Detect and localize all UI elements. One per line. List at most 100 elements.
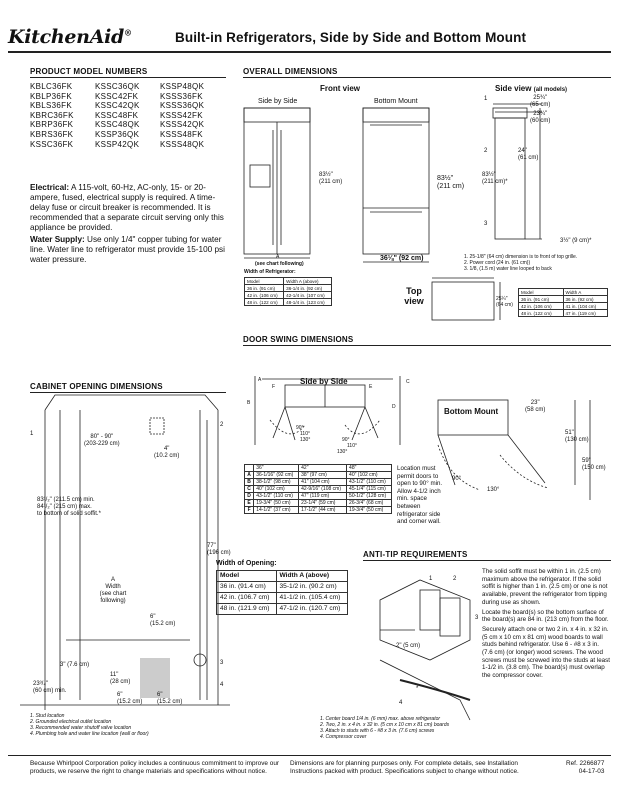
cab-d8-in: 23³/₄" xyxy=(33,681,48,687)
cab-d1-cm: (203-229 cm) xyxy=(84,441,120,447)
cell: 41-1/2 in. (105.4 cm) xyxy=(275,592,348,604)
cab-see-chart: (see chart following) xyxy=(99,591,127,604)
side-h24-in: 24" xyxy=(518,148,527,154)
cell: 17-1/2" (44 cm) xyxy=(298,506,348,514)
antitip-p3: Securely attach one or two 2 in. x 4 in.… xyxy=(482,625,610,680)
row-key: F xyxy=(243,506,255,514)
width-a-label: A xyxy=(276,254,280,260)
model-number: KSSS36QK xyxy=(160,101,205,111)
cabinet-heading-rule xyxy=(30,392,226,393)
side-height-in: 83½" xyxy=(482,172,496,178)
cell: 50-1/2" (128 cm) xyxy=(346,492,392,500)
row-key: C xyxy=(243,485,255,493)
cell: 48 in. (121.9 cm) xyxy=(216,603,277,615)
door-letter-e: E xyxy=(369,384,373,390)
model-number: KBRS36FK xyxy=(30,129,74,139)
footer-mid: Dimensions are for planning purposes onl… xyxy=(290,760,519,775)
side-d1: 25¾"(65 cm) xyxy=(530,95,550,109)
cabinet-note: 1. Stud location xyxy=(30,713,65,719)
cab-callout-4: 4 xyxy=(220,682,224,688)
antitip-dim: 2" (5 cm) xyxy=(396,643,421,649)
door-angle-90b: 90° xyxy=(342,437,350,443)
side-h24-cm: (61 cm) xyxy=(518,155,539,161)
cell: 36 in. (91 cm) xyxy=(518,295,564,303)
cab-d8-cm: (60 cm) min. xyxy=(33,688,67,694)
side-d1-in: 25¾" xyxy=(533,95,548,101)
footer-left: Because Whirlpool Corporation policy inc… xyxy=(30,760,279,775)
antitip-note: 2. Two, 2 in. x 4 in. x 32 in. (5 cm x 1… xyxy=(320,722,450,728)
model-number: KSSS42FK xyxy=(160,110,203,120)
cell: 36-1/4 in. (92 cm) xyxy=(283,284,332,292)
side-note: 3. 1/8, (1.5 m) water line looped to bac… xyxy=(464,266,552,272)
antitip-callout-3: 3 xyxy=(475,615,479,621)
cab-d1: 80" - 90"(203-229 cm) xyxy=(84,434,120,448)
door-angle-130: 130° xyxy=(300,437,311,443)
antitip-callout-2: 2 xyxy=(453,576,457,582)
cell: 38" (97 cm) xyxy=(298,471,348,479)
footer-date: 04-17-03 xyxy=(578,768,605,775)
door-bm-label: Bottom Mount xyxy=(444,407,499,416)
cell: 41" (104 cm) xyxy=(298,478,348,486)
cell: 47-1/2 in. (120.7 cm) xyxy=(275,603,348,615)
bm-door-h2-cm: (150 cm) xyxy=(582,465,606,471)
bm-door-h1-cm: (130 cm) xyxy=(565,437,589,443)
model-number: KSSC36FK xyxy=(30,139,74,149)
th-width: Width A xyxy=(562,288,608,296)
model-number: KSSP42QK xyxy=(95,139,140,149)
antitip-note: 1. Center board 1/4 in. (6 mm) max. abov… xyxy=(320,716,441,722)
bm-door-width: 23"(58 cm) xyxy=(525,400,545,414)
cell: 40" (102 cm) xyxy=(346,471,392,479)
door-letter-b: B xyxy=(247,400,251,406)
model-number: KSSP36QK xyxy=(95,129,140,139)
water-paragraph: Water Supply: Use only 1/4" copper tubin… xyxy=(30,235,230,265)
cab-d9-cm: (15.2 cm) xyxy=(117,699,143,705)
bm-door-h1-in: 51" xyxy=(565,430,574,436)
door-heading-rule xyxy=(243,345,611,346)
sbs-height-cm: (211 cm) xyxy=(319,179,343,185)
model-number: KBLP36FK xyxy=(30,91,72,101)
side-d2-in: 23¾" xyxy=(533,111,548,117)
electrical-text: A 115-volt, 60-Hz, AC-only, 15- or 20-am… xyxy=(30,183,224,232)
cell: 45-1/4" (115 cm) xyxy=(346,485,392,493)
cab-callout-2: 2 xyxy=(220,422,224,428)
door-angle-110b: 110° xyxy=(347,443,357,449)
cab-d3-min: 83¹/₂" (211.5 cm) min. xyxy=(37,497,95,503)
cab-width-label: Width xyxy=(105,584,121,590)
brand-name: KitchenAid xyxy=(8,26,125,48)
water-label: Water Supply: xyxy=(30,235,85,244)
cell: 19-3/4" (50 cm) xyxy=(346,506,392,514)
th-model: Model xyxy=(518,288,564,296)
cab-d5-cm: (15.2 cm) xyxy=(150,621,176,627)
cell: 42 in. (106 cm) xyxy=(518,302,564,310)
th-model: Model xyxy=(243,277,285,285)
opening-table-title: Width of Opening: xyxy=(216,560,277,567)
side-notes: 1. 25-1/8" (64 cm) dimension is to front… xyxy=(464,254,577,272)
sbs-front-label: Side by Side xyxy=(258,98,298,105)
cell: 42 in. (106 cm) xyxy=(243,291,285,299)
cab-d7-in: 11" xyxy=(110,672,119,678)
top-depth-cm: (64 cm) xyxy=(496,302,513,308)
models-col-3: KSSP48QK KSSS36FK KSSS36QK KSSS42FK KSSS… xyxy=(160,82,204,149)
water-text: Use only 1/4" copper tubing for water li… xyxy=(30,235,225,264)
th-48: 48" xyxy=(346,464,392,472)
side-d2-cm: (60 cm) xyxy=(530,118,551,124)
registered-mark: ® xyxy=(124,27,132,38)
width-of-fridge-label: Width of Refrigerator: xyxy=(244,269,296,275)
cell: 42-1/4 in. (107 cm) xyxy=(283,291,332,299)
side-d2: 23¾"(60 cm) xyxy=(530,111,550,125)
cabinet-note: 4. Plumbing hole and water line location… xyxy=(30,731,149,737)
model-number: KSSS36FK xyxy=(160,91,203,101)
cab-d2-in: 4" xyxy=(163,446,170,452)
side-bottom: 3½" (9 cm)* xyxy=(560,238,592,244)
cell: 48 in. (122 cm) xyxy=(243,298,285,306)
cabinet-notes: 1. Stud location 2. Grounded electrical … xyxy=(30,713,149,737)
cell: 42-9/16" (108 cm) xyxy=(298,485,348,493)
cab-callout-1: 1 xyxy=(30,431,34,437)
bm-width: 36⅛" (92 cm) xyxy=(380,255,424,262)
side-d1-cm: (65 cm) xyxy=(530,102,551,108)
th-36: 36" xyxy=(253,464,300,472)
